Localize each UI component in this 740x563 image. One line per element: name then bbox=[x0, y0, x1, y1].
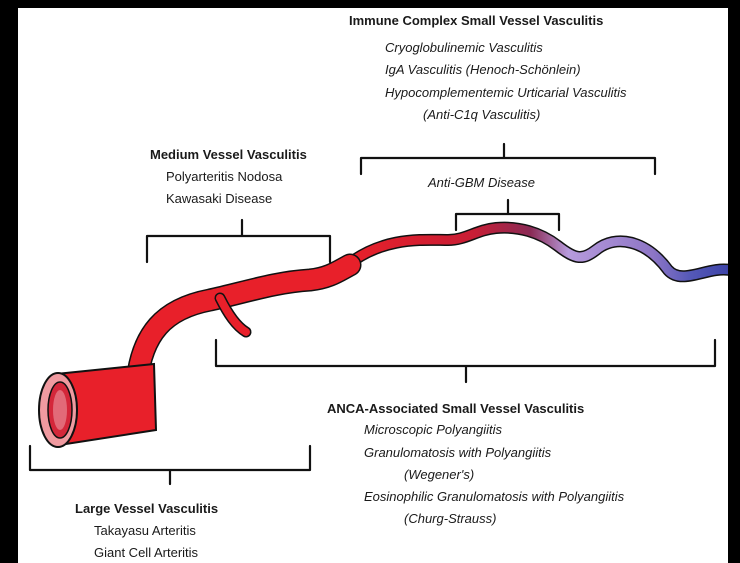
anca-title: ANCA-Associated Small Vessel Vasculitis bbox=[327, 399, 584, 418]
diagram-panel: Immune Complex Small Vessel Vasculitis C… bbox=[18, 8, 728, 563]
anti-gbm-label: Anti-GBM Disease bbox=[428, 173, 535, 192]
medium-vessel-item-1: Polyarteritis Nodosa bbox=[166, 167, 282, 186]
bracket-anca bbox=[216, 340, 715, 382]
anca-item-3: (Wegener's) bbox=[404, 465, 474, 484]
bracket-medium-vessel bbox=[147, 220, 330, 262]
immune-complex-item-4: (Anti-C1q Vasculitis) bbox=[423, 105, 540, 124]
anca-item-2: Granulomatosis with Polyangiitis bbox=[364, 443, 551, 462]
medium-vessel-item-2: Kawasaki Disease bbox=[166, 189, 272, 208]
anca-item-4: Eosinophilic Granulomatosis with Polyang… bbox=[364, 487, 624, 506]
immune-complex-title: Immune Complex Small Vessel Vasculitis bbox=[349, 11, 603, 30]
medium-vessel-title: Medium Vessel Vasculitis bbox=[150, 145, 307, 164]
anca-item-5: (Churg-Strauss) bbox=[404, 509, 496, 528]
immune-complex-item-2: IgA Vasculitis (Henoch-Schönlein) bbox=[385, 60, 581, 79]
large-vessel-title: Large Vessel Vasculitis bbox=[75, 499, 218, 518]
large-vessel-item-1: Takayasu Arteritis bbox=[94, 521, 196, 540]
immune-complex-item-1: Cryoglobulinemic Vasculitis bbox=[385, 38, 543, 57]
anca-item-1: Microscopic Polyangiitis bbox=[364, 420, 502, 439]
immune-complex-item-3: Hypocomplementemic Urticarial Vasculitis bbox=[385, 83, 627, 102]
bracket-large-vessel bbox=[30, 446, 310, 484]
large-vessel-item-2: Giant Cell Arteritis bbox=[94, 543, 198, 562]
bracket-immune-complex bbox=[361, 144, 655, 174]
